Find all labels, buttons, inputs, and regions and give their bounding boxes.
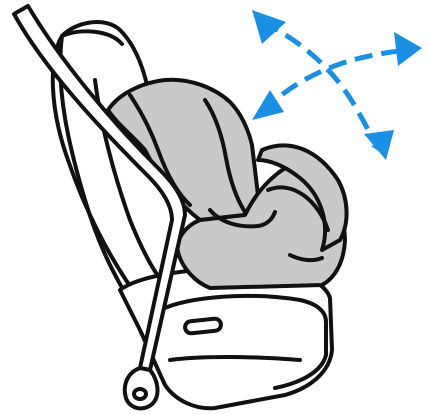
arrowhead-bottom-right-icon (364, 130, 394, 160)
recline-arrow (262, 22, 378, 148)
arrowhead-right-icon (394, 32, 422, 66)
arrow-heads (252, 10, 422, 160)
arrowhead-top-left-icon (252, 10, 286, 44)
adjustment-arrows-icon (262, 22, 410, 148)
arrowhead-left-icon (252, 90, 284, 120)
